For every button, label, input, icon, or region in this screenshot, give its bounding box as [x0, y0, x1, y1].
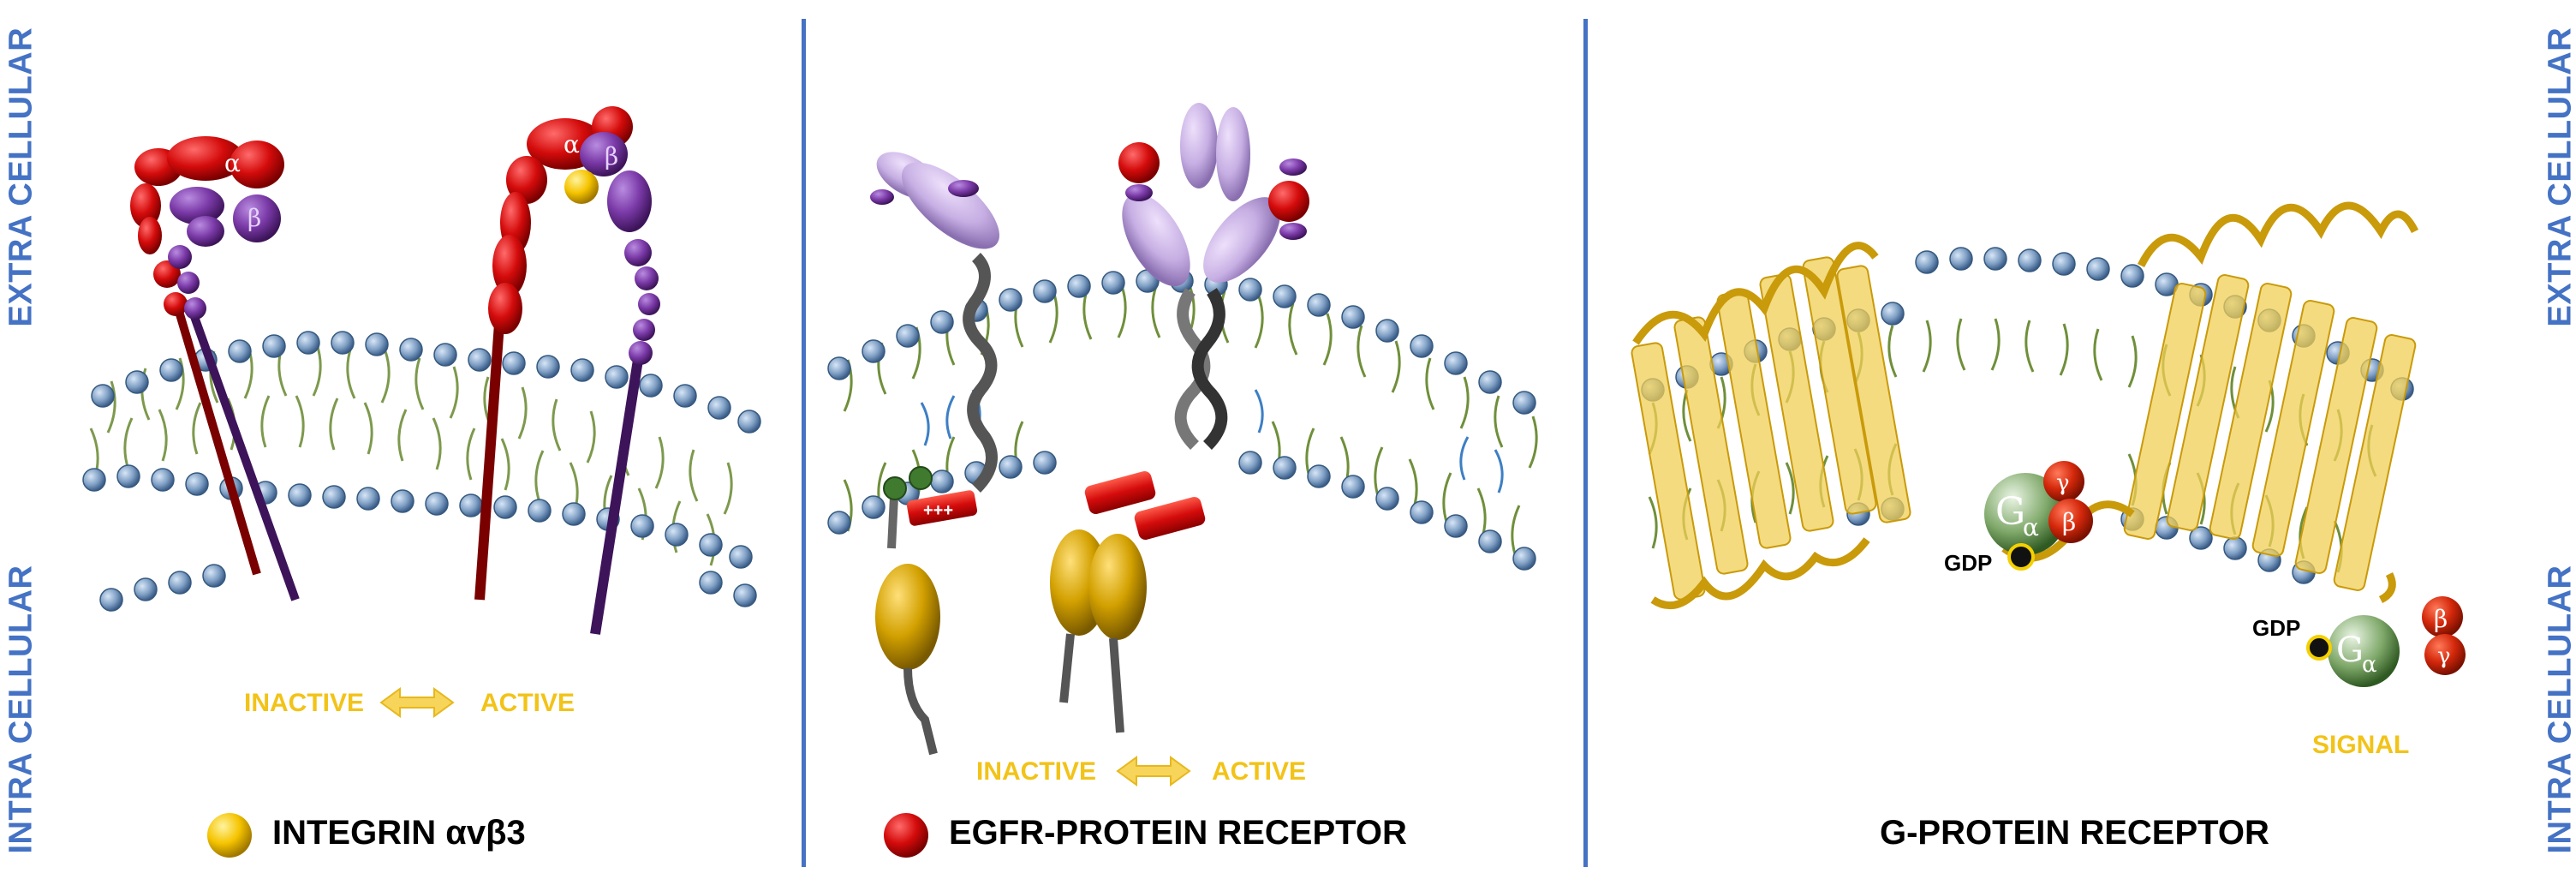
integrin-inactive: α β [130, 136, 300, 601]
lipid-heads [82, 331, 761, 612]
gpcr-receptor-left [1631, 242, 1911, 610]
panel-divider-1 [802, 19, 806, 867]
beta-label: β [2062, 508, 2076, 536]
integrin-active: α β [474, 106, 660, 635]
egfr-legend-ball [884, 813, 928, 858]
intracellular-label-right: INTRA CELLULAR [2542, 565, 2576, 854]
extracellular-label-right: EXTRA CELLULAR [2542, 27, 2576, 327]
beta-label: β [247, 204, 261, 232]
integrin-panel: α β α β INACT [0, 0, 796, 891]
g-protein-free: G α β γ [2306, 596, 2466, 687]
integrin-inactive-label: INACTIVE [244, 689, 365, 717]
gdp-label-bound: GDP [1944, 550, 1993, 576]
alpha-label: α [224, 149, 241, 177]
beta-label-free: β [2434, 605, 2448, 633]
alpha-label-active: α [564, 130, 580, 158]
integrin-legend-ball [207, 813, 252, 858]
egfr-inactive: +++ [870, 152, 999, 756]
g-letter: G [1995, 490, 2025, 534]
egfr-illustration: +++ [827, 103, 1538, 858]
signal-label: SIGNAL [2312, 731, 2410, 759]
egfr-arrow [1116, 756, 1191, 786]
egfr-active-label: ACTIVE [1212, 757, 1307, 786]
egfr-active [1050, 103, 1309, 733]
gpcr-panel: G α γ β G α β γ GDP GDP SIGNAL G-PROTEIN… [1601, 0, 2509, 891]
gamma-label-free: γ [2437, 643, 2451, 669]
egfr-legend-label: EGFR-PROTEIN RECEPTOR [949, 814, 1407, 852]
g-letter-free: G [2336, 631, 2364, 670]
lipid-tails [843, 285, 1538, 558]
integrin-illustration: α β α β [82, 106, 761, 858]
lipid-tails [89, 344, 733, 566]
lipid-tails-blue [920, 389, 1504, 493]
beta-label-active: β [605, 142, 618, 170]
charge-label: +++ [923, 501, 953, 520]
gamma-label: γ [2056, 470, 2070, 496]
gdp-label-free: GDP [2252, 615, 2301, 641]
integrin-active-label: ACTIVE [480, 689, 575, 717]
gdp-ball [2007, 543, 2035, 571]
gpcr-illustration: G α γ β G α β γ [1631, 201, 2466, 687]
alpha-sub: α [2023, 513, 2039, 541]
alpha-sub-free: α [2362, 652, 2377, 678]
gpcr-title: G-PROTEIN RECEPTOR [1880, 814, 2269, 852]
egfr-panel: +++ INACTIVE [814, 0, 1576, 891]
inactive-active-arrow [379, 687, 455, 718]
egfr-inactive-label: INACTIVE [976, 757, 1097, 786]
panel-divider-2 [1583, 19, 1588, 867]
g-protein-bound: G α γ β [1984, 461, 2093, 571]
gdp-ball-free [2306, 635, 2332, 661]
integrin-ligand [564, 170, 599, 204]
integrin-legend-label: INTEGRIN αvβ3 [272, 814, 526, 852]
